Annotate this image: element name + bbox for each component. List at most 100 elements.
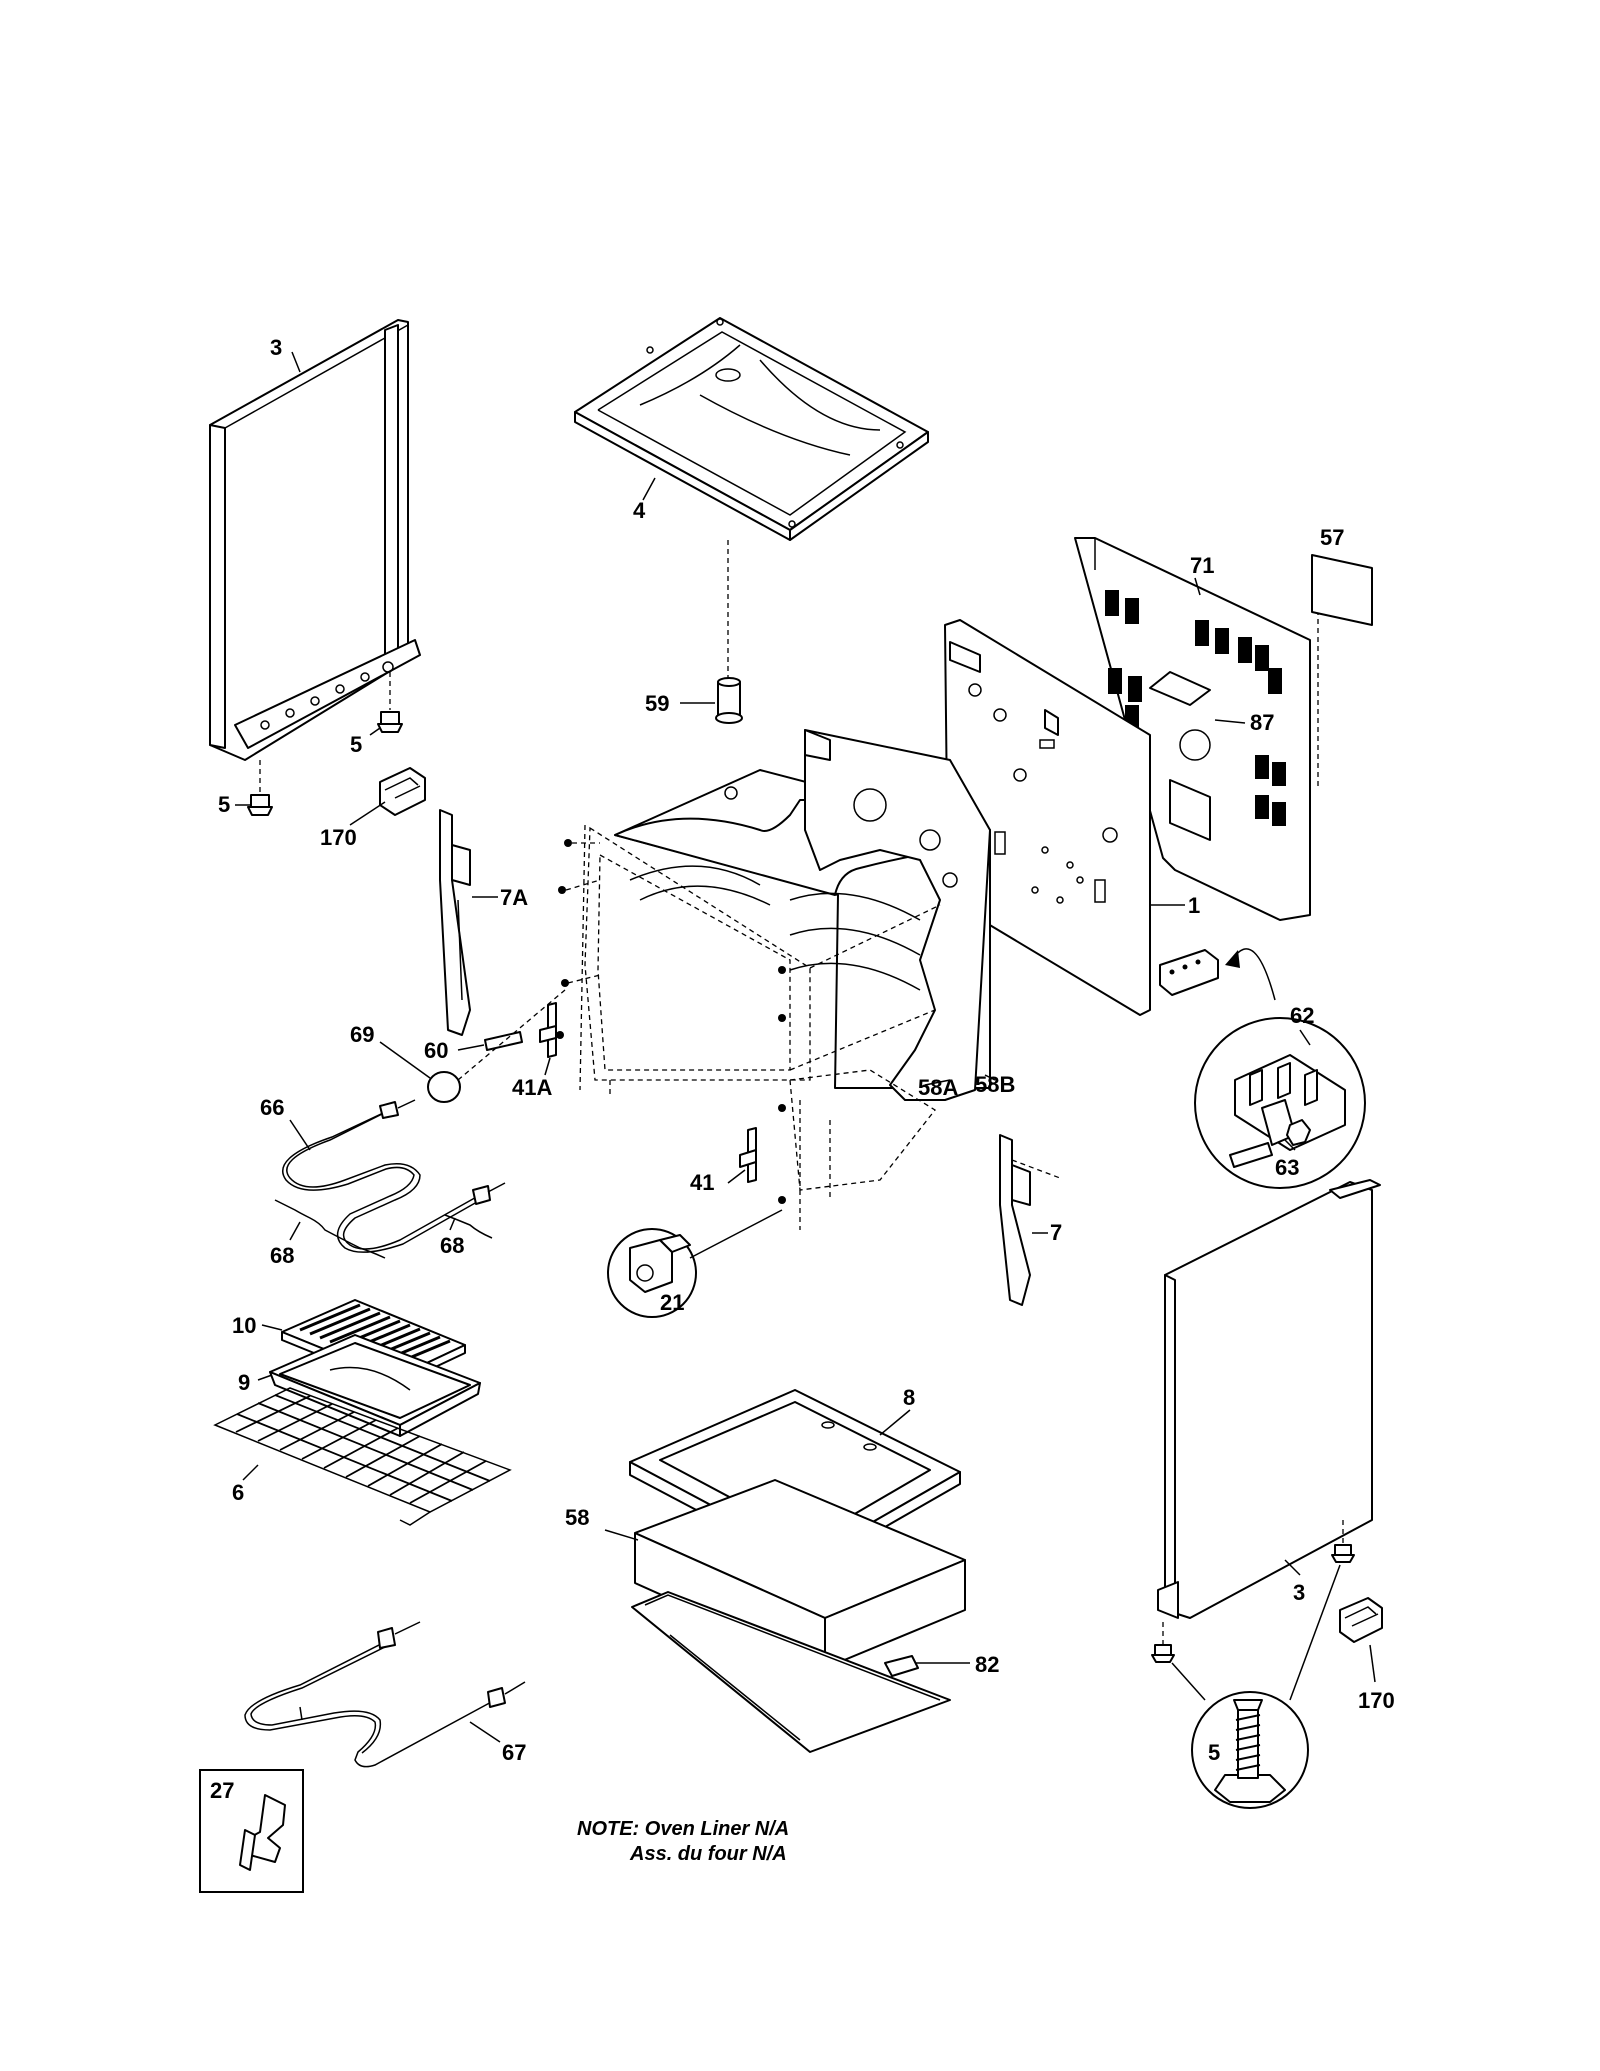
leader-6 — [242, 1464, 259, 1481]
screw — [561, 979, 569, 987]
leader-8 — [879, 1409, 911, 1436]
leader-5c-rear — [1289, 1564, 1341, 1701]
leg-screw-left — [247, 794, 273, 816]
cooktop-support-frame — [574, 317, 929, 541]
label-3-left: 3 — [270, 335, 282, 360]
label-71: 71 — [1190, 553, 1214, 578]
label-69: 69 — [350, 1022, 374, 1047]
vent-tube — [715, 677, 743, 724]
screw — [778, 1196, 786, 1204]
leg-screw-right-front — [1151, 1644, 1175, 1663]
label-7a: 7A — [500, 885, 528, 910]
part-27-box — [199, 1769, 304, 1893]
screw — [778, 966, 786, 974]
label-62: 62 — [1290, 1003, 1314, 1028]
leader-41a — [544, 1057, 551, 1076]
leg-screw-right-rear — [1331, 1544, 1355, 1563]
label-5b: 5 — [350, 732, 362, 757]
label-82: 82 — [975, 1652, 999, 1677]
leader-58a — [924, 1079, 951, 1086]
leader-170a — [349, 801, 386, 826]
label-59: 59 — [645, 691, 669, 716]
label-10: 10 — [232, 1313, 256, 1338]
leader-63 — [1284, 1139, 1296, 1151]
label-41a: 41A — [512, 1075, 552, 1100]
leader-3-left — [291, 351, 301, 373]
leader-170b — [1369, 1644, 1376, 1683]
leader-58 — [604, 1529, 639, 1541]
bracket-41a — [539, 1002, 557, 1058]
label-66: 66 — [260, 1095, 284, 1120]
label-5a: 5 — [218, 792, 230, 817]
screw — [556, 1031, 564, 1039]
bottom-tray — [631, 1591, 951, 1753]
anti-tip-bracket-right — [1339, 1597, 1383, 1643]
leader-68b — [449, 1217, 456, 1231]
leader-9 — [257, 1374, 273, 1381]
label-6: 6 — [232, 1480, 244, 1505]
anti-tip-bracket-left — [379, 767, 426, 816]
detail-circle-5 — [1191, 1691, 1309, 1809]
label-68a: 68 — [270, 1243, 294, 1268]
label-58b: 58B — [975, 1072, 1015, 1097]
leader-60 — [457, 1044, 485, 1051]
broil-element — [281, 1099, 506, 1253]
leader-69 — [379, 1041, 431, 1079]
label-63: 63 — [1275, 1155, 1299, 1180]
leader-5b — [369, 727, 381, 736]
label-170b: 170 — [1358, 1688, 1395, 1713]
screw — [778, 1104, 786, 1112]
leader-66 — [289, 1119, 311, 1151]
note-line-2: Ass. du four N/A — [629, 1843, 787, 1865]
screw — [558, 886, 566, 894]
leader-5c-front — [1171, 1662, 1206, 1701]
rack-support-left — [439, 809, 471, 1036]
broil-pan — [269, 1334, 481, 1437]
label-5c: 5 — [1208, 1740, 1220, 1765]
leg-screw-right — [377, 711, 403, 733]
leader-62 — [1299, 1029, 1311, 1046]
leader-68a — [289, 1221, 301, 1241]
wire-68b — [444, 1214, 493, 1239]
label-27: 27 — [210, 1778, 234, 1803]
note-line-1: NOTE: Oven Liner N/A — [577, 1818, 789, 1840]
terminal-block — [1159, 949, 1219, 996]
label-9: 9 — [238, 1370, 250, 1395]
leader-21 — [689, 1209, 783, 1259]
label-41: 41 — [690, 1170, 714, 1195]
serial-plate — [1311, 554, 1373, 626]
rack-clip-60 — [484, 1031, 523, 1051]
label-4: 4 — [633, 498, 646, 523]
detail-circle-62-63 — [1194, 1017, 1366, 1189]
light-lens — [427, 1071, 461, 1103]
leader-58b — [984, 1074, 996, 1081]
screw — [778, 1014, 786, 1022]
label-87: 87 — [1250, 710, 1274, 735]
label-60: 60 — [424, 1038, 448, 1063]
leader-3-right — [1284, 1559, 1301, 1576]
label-8: 8 — [903, 1385, 915, 1410]
oven-back-panel — [944, 619, 1151, 1016]
label-68b: 68 — [440, 1233, 464, 1258]
vent-hole — [724, 786, 738, 800]
label-21: 21 — [660, 1290, 684, 1315]
leader-71 — [1194, 577, 1201, 596]
leader-4 — [642, 477, 656, 501]
rack-support-right — [999, 1134, 1061, 1306]
leader-10 — [261, 1324, 283, 1331]
oven-rack — [213, 1387, 512, 1526]
label-57: 57 — [1320, 525, 1344, 550]
label-67: 67 — [502, 1740, 526, 1765]
wire-68a — [274, 1199, 386, 1259]
oven-cavity-insulation — [579, 729, 991, 1230]
leader-87 — [1214, 719, 1246, 724]
label-58: 58 — [565, 1505, 589, 1530]
label-7: 7 — [1050, 1220, 1062, 1245]
side-panel-left — [209, 319, 421, 761]
label-3-right: 3 — [1293, 1580, 1305, 1605]
screw — [564, 839, 572, 847]
bracket-41 — [739, 1127, 757, 1183]
side-panel-right — [1157, 1179, 1381, 1619]
label-1: 1 — [1188, 893, 1200, 918]
